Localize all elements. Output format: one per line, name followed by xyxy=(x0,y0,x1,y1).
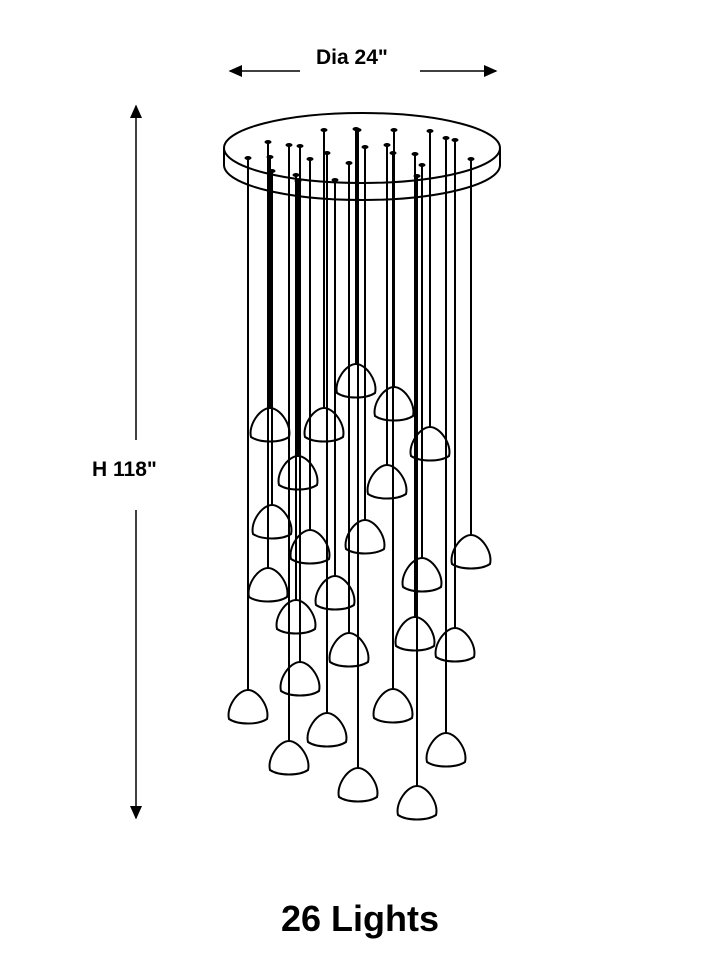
pendant-light xyxy=(277,179,319,491)
wire-mount xyxy=(451,138,459,142)
pendant-shade xyxy=(279,660,321,697)
pendant-light xyxy=(268,143,310,776)
pendant-shade xyxy=(251,503,293,540)
wire-mount xyxy=(411,152,419,156)
wire-mount xyxy=(354,128,362,132)
pendant-light xyxy=(247,140,289,603)
wire-mount xyxy=(323,151,331,155)
wire-mount xyxy=(389,151,397,155)
pendant-light xyxy=(251,169,293,540)
pendant-shade xyxy=(425,731,467,768)
height-label: H 118" xyxy=(92,458,157,481)
pendant-shade xyxy=(396,784,438,821)
pendant-shade xyxy=(306,711,348,748)
wire-mount xyxy=(296,144,304,148)
canopy xyxy=(223,112,501,201)
pendant-shade xyxy=(337,766,379,803)
pendant-shade xyxy=(268,739,310,776)
wire-mount xyxy=(264,140,272,144)
pendant-shade xyxy=(335,362,377,399)
wire-mount xyxy=(413,174,421,178)
pendant-light xyxy=(425,136,467,768)
pendant-shade xyxy=(275,598,317,635)
pendant-shade xyxy=(372,687,414,724)
pendant-shade xyxy=(344,518,386,555)
pendant-light xyxy=(372,151,414,724)
pendant-light xyxy=(366,143,408,500)
pendant-shade xyxy=(401,556,443,593)
wire-mount xyxy=(268,169,276,173)
pendant-shade xyxy=(434,626,476,663)
pendant-light xyxy=(337,128,379,803)
pendant-light xyxy=(275,173,317,635)
pendant-light xyxy=(396,174,438,821)
pendant-shade xyxy=(366,463,408,500)
pendant-light xyxy=(249,155,291,443)
wire-mount xyxy=(244,156,252,160)
pendant-light xyxy=(314,178,356,611)
wire-mount xyxy=(345,161,353,165)
wire-mount xyxy=(306,157,314,161)
wire-mount xyxy=(383,143,391,147)
pendant-light xyxy=(306,151,348,748)
diameter-label: Dia 24" xyxy=(316,46,388,69)
pendant-shade xyxy=(247,566,289,603)
pendant-shade xyxy=(277,454,319,491)
pendant-light xyxy=(227,156,269,725)
light-count-label: 26 Lights xyxy=(280,898,440,939)
wire-mount xyxy=(285,143,293,147)
pendant-shade xyxy=(394,615,436,652)
pendant-light xyxy=(450,157,492,570)
pendant-shade xyxy=(249,406,291,443)
wire-mount xyxy=(467,157,475,161)
wire-mount xyxy=(320,128,328,132)
wire-mount xyxy=(292,173,300,177)
pendant-shade xyxy=(227,688,269,725)
pendant-light xyxy=(303,128,345,443)
pendant-light xyxy=(394,152,436,652)
pendant-light xyxy=(344,145,386,555)
pendant-light xyxy=(279,144,321,697)
wire-mount xyxy=(331,178,339,182)
wire-mount xyxy=(442,136,450,140)
pendant-shade xyxy=(328,631,370,668)
pendant-shade xyxy=(450,533,492,570)
wire-mount xyxy=(390,128,398,132)
pendant-light xyxy=(401,163,443,593)
wire-mount xyxy=(361,145,369,149)
wire-mount xyxy=(426,129,434,133)
wire-mount xyxy=(418,163,426,167)
